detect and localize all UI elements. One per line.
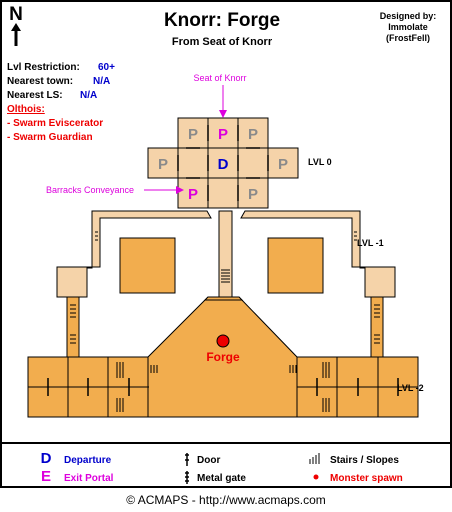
nearest-town-label: Nearest town: [7,76,73,87]
stairs-icon [95,231,357,283]
west-side-room [119,237,176,294]
center-descent-corridor [218,210,233,298]
barracks-annotation: Barracks Conveyance [46,185,134,195]
north-arrow-icon [11,23,21,46]
east-room [267,147,299,179]
portal-marker: P [188,126,198,143]
departure-marker: D [218,156,229,173]
nearest-town: Nearest town: N/A [7,76,110,87]
nearest-ls-value: N/A [80,90,97,101]
legend-exit-portal: Exit Portal [64,473,114,484]
map-subtitle: From Seat of Knorr [172,36,273,48]
east-landing [364,266,396,298]
exit-portal-seat[interactable]: P [218,126,228,143]
level-minus-1-area [56,210,396,298]
door-icon [185,453,189,466]
legend-departure: Departure [64,455,112,466]
level-minus-2-label: LVL -2 [397,383,424,393]
west-room [147,147,179,179]
west-landing [56,266,88,298]
east-side-room [267,237,324,294]
nearest-ls-label: Nearest LS: [7,90,63,101]
level-0-label: LVL 0 [308,157,332,167]
metal-gate-icon [185,471,189,484]
monster-spawn-icon [313,474,319,480]
stairs-icon [309,453,320,464]
map-title: Knorr: Forge [164,10,280,31]
door-icon [177,125,269,201]
forge-entry [203,296,244,301]
level-minus-1-rooms [119,237,324,301]
stairs-icon [70,304,380,412]
exit-portal-barracks[interactable]: P [188,186,198,203]
monster-item: - Swarm Guardian [7,132,93,143]
credits-author: Immolate [388,22,428,32]
footer-copyright: © ACMAPS - http://www.acmaps.com [126,493,326,507]
seat-annotation: Seat of Knorr [193,73,246,83]
legend-frame [0,442,452,488]
arrow-icon [144,186,184,194]
portal-marker: P [248,186,258,203]
legend-exit-key: E [41,468,51,485]
legend-monster-spawn: Monster spawn [330,473,403,484]
legend-stairs: Stairs / Slopes [330,455,399,466]
nearest-ls: Nearest LS: N/A [7,90,97,101]
portal-marker: P [158,156,168,173]
credits-label: Designed by: [380,11,437,21]
level-restriction: Lvl Restriction: 60+ [7,62,115,73]
level-restriction-value: 60+ [98,62,115,73]
monster-spawn-marker [216,334,230,348]
legend-departure-key: D [41,450,52,467]
level-restriction-label: Lvl Restriction: [7,62,80,73]
portal-marker: P [248,126,258,143]
compass-letter: N [9,4,23,25]
monster-item: - Swarm Eviscerator [7,118,103,129]
portal-marker: P [278,156,288,173]
legend-metal-gate: Metal gate [197,473,246,484]
door-icon [47,378,399,396]
nearest-town-value: N/A [93,76,110,87]
arrow-icon [219,85,227,118]
credits-handle: (FrostFell) [386,33,430,43]
legend-door: Door [197,455,220,466]
forge-label: Forge [206,350,240,364]
level-minus-1-label: LVL -1 [357,238,384,248]
monsters-heading: Olthois: [7,104,45,115]
